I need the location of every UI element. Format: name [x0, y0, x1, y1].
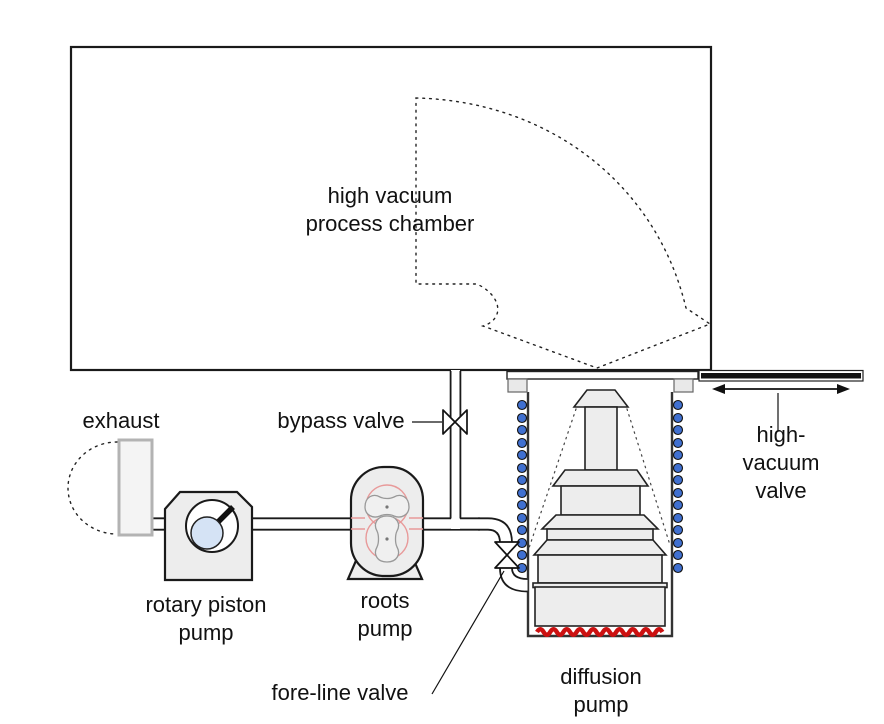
roots-pump-label: roots pump	[357, 588, 413, 641]
chamber-label: high vacuum process chamber	[305, 183, 475, 236]
rotary-piston-pump	[163, 490, 254, 582]
heater-element	[535, 627, 665, 637]
high-vacuum-valve-label: high-vacuum valve	[742, 422, 820, 503]
exhaust-plume	[67, 441, 118, 535]
exhaust-stack	[117, 438, 154, 537]
travel-arrow-icon	[712, 384, 850, 394]
vapor-jet-cone	[626, 408, 671, 546]
fore-line-valve-pointer	[431, 570, 505, 695]
fore-line-valve-label: fore-line valve	[271, 680, 409, 705]
high-vacuum-valve-symbol	[698, 369, 864, 431]
exhaust-label: exhaust	[82, 408, 160, 433]
process-chamber	[69, 45, 713, 372]
vapor-jet-cone	[528, 408, 577, 549]
bypass-valve-label: bypass valve	[277, 408, 405, 433]
roots-pump	[346, 465, 425, 581]
exhaust-port	[67, 438, 154, 537]
diffusion-pump-label: diffusion pump	[560, 664, 642, 717]
diffusion-pump	[506, 370, 699, 638]
bypass-valve-symbol	[412, 409, 468, 435]
rotary-piston-pump-label: rotary piston pump	[145, 592, 267, 645]
fore-line-valve-symbol	[431, 541, 520, 695]
gas-flow-arrow-icon	[415, 97, 712, 369]
pump-inlet-flange	[506, 370, 699, 380]
